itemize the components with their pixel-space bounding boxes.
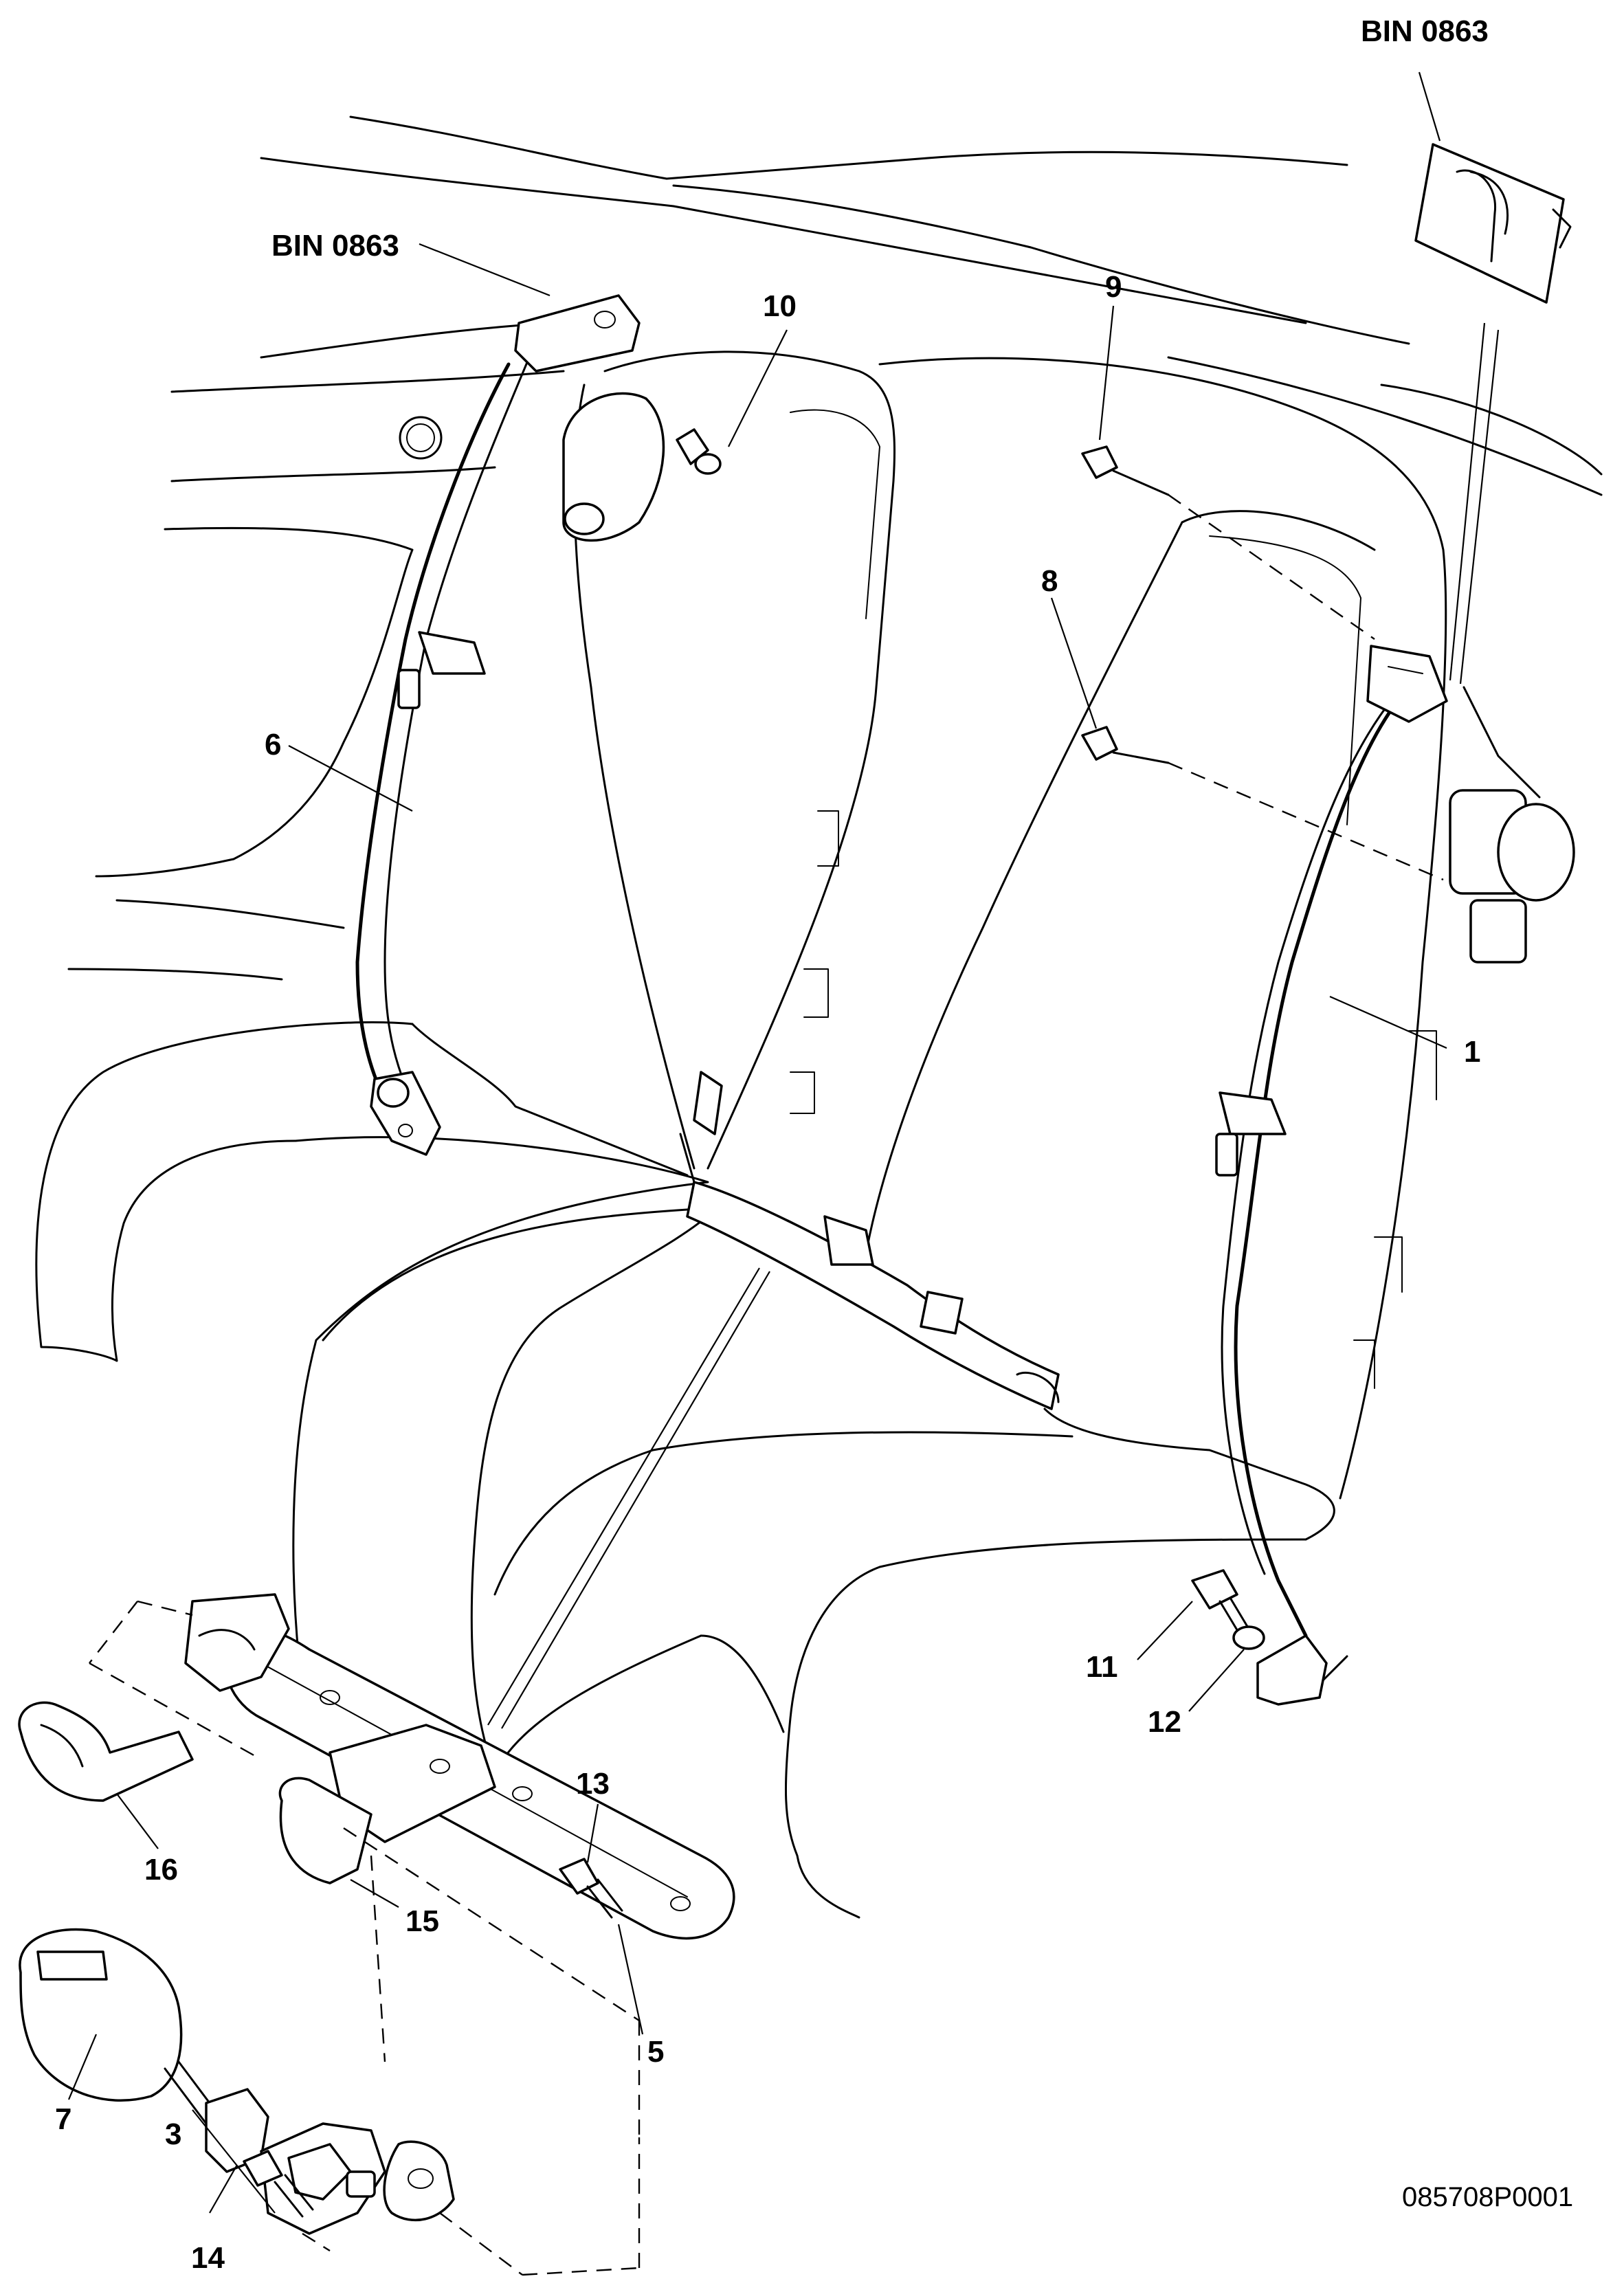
vehicle-body-outline bbox=[67, 115, 1603, 981]
callout-labels: BIN 0863 BIN 0863 10 9 8 6 1 11 12 13 16… bbox=[55, 14, 1573, 2275]
leader-lines bbox=[67, 71, 1500, 2276]
callout-7: 7 bbox=[55, 2102, 71, 2136]
callout-10: 10 bbox=[763, 289, 797, 323]
callout-15: 15 bbox=[405, 1904, 439, 1938]
callout-16: 16 bbox=[144, 1853, 178, 1887]
callout-1: 1 bbox=[1464, 1035, 1480, 1069]
callout-8: 8 bbox=[1041, 564, 1058, 598]
drawing-code: 085708P0001 bbox=[1402, 2182, 1573, 2212]
callout-5: 5 bbox=[647, 2035, 664, 2069]
callout-13: 13 bbox=[576, 1767, 610, 1801]
rear-seat bbox=[35, 351, 1447, 1919]
centre-buckle-rail-installed bbox=[679, 1071, 1060, 1410]
callout-6: 6 bbox=[265, 728, 281, 761]
exploded-centre-rail-assembly bbox=[18, 1593, 735, 2235]
callout-9: 9 bbox=[1105, 270, 1122, 304]
callout-11: 11 bbox=[1086, 1650, 1118, 1684]
callout-bin-0863-top-right: BIN 0863 bbox=[1361, 14, 1489, 48]
callout-12: 12 bbox=[1148, 1705, 1181, 1739]
left-seat-belt-assembly bbox=[355, 294, 722, 1156]
callout-3: 3 bbox=[165, 2117, 181, 2151]
callout-14: 14 bbox=[191, 2241, 225, 2275]
right-seat-belt-assembly bbox=[1191, 645, 1575, 1706]
trim-cover-inset bbox=[1414, 143, 1572, 304]
callout-bin-0863-left: BIN 0863 bbox=[271, 229, 399, 263]
